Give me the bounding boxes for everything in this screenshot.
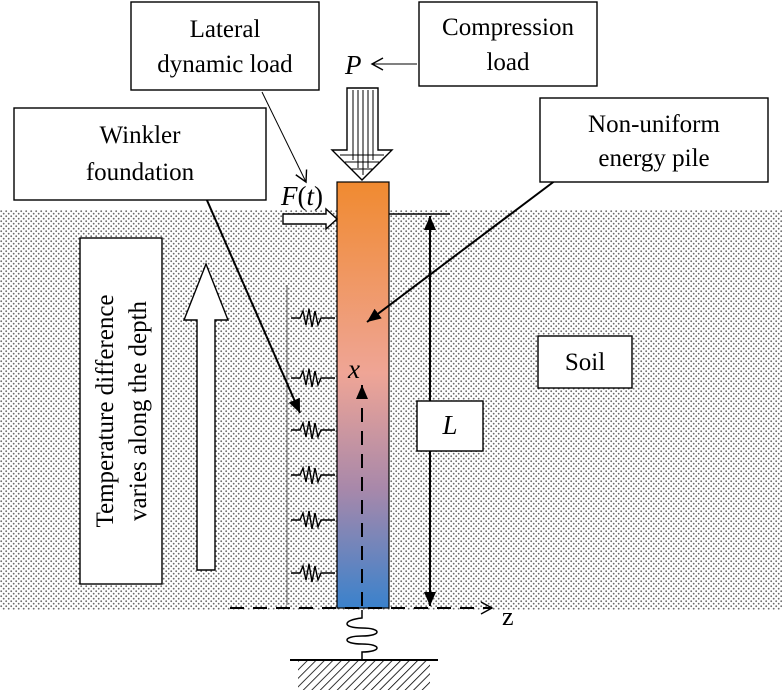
lateral-force-arrow [282, 207, 339, 231]
length-symbol: L [441, 410, 457, 440]
pile-line1: Non-uniform [588, 111, 720, 138]
winkler-springs [291, 308, 335, 583]
lateral-load-line2: dynamic load [157, 51, 293, 78]
pile-leader [366, 179, 557, 323]
lateral-load-leader [261, 91, 308, 184]
soil-box [537, 335, 633, 389]
x-axis-symbol: x [347, 354, 360, 384]
spring-4 [291, 465, 335, 485]
lateral-force-symbol: F(t) [280, 181, 323, 211]
spring-1 [291, 308, 335, 328]
pile-box [539, 97, 769, 183]
winkler-leader [205, 197, 301, 414]
winkler-line2: foundation [86, 159, 195, 186]
ground-hatch [298, 661, 430, 690]
winkler-line1: Winkler [100, 122, 182, 149]
winkler-box [13, 107, 267, 201]
base-spring [346, 610, 378, 660]
compression-symbol: P [344, 50, 362, 80]
compression-arrow [330, 87, 394, 181]
spring-3 [291, 420, 335, 440]
z-axis-symbol: z [502, 602, 514, 631]
spring-5 [291, 510, 335, 530]
compression-load-line2: load [486, 49, 530, 76]
spring-6 [291, 563, 335, 583]
temperature-line1: Temperature difference [92, 294, 119, 527]
temperature-line2: varies along the depth [125, 300, 152, 521]
soil-label: Soil [565, 349, 605, 376]
temperature-arrow [182, 262, 230, 571]
compression-load-box [418, 1, 598, 87]
spring-2 [291, 368, 335, 388]
length-box [416, 400, 484, 452]
lateral-load-line1: Lateral [190, 16, 261, 43]
lateral-load-box [130, 1, 320, 91]
compression-load-line1: Compression [442, 14, 574, 41]
temperature-box [79, 237, 163, 585]
pile-line2: energy pile [598, 145, 709, 172]
